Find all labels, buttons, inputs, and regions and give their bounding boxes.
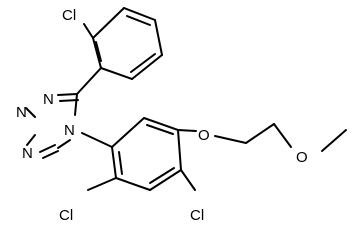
bond xyxy=(130,53,156,73)
bond xyxy=(149,169,182,191)
bond xyxy=(87,177,117,191)
bond xyxy=(131,54,163,80)
bond xyxy=(42,150,59,159)
bond xyxy=(177,129,197,132)
nitrogen-label: N xyxy=(43,91,54,108)
bond xyxy=(76,67,102,95)
bond xyxy=(111,146,117,179)
bond xyxy=(123,7,156,21)
bond xyxy=(95,41,102,62)
molecule-drawing: Cl N N N N O O Cl Cl xyxy=(16,7,347,224)
bond xyxy=(154,19,163,56)
oxygen-label: O xyxy=(296,149,308,166)
bond xyxy=(126,15,151,26)
bond xyxy=(118,151,123,175)
chlorophenyl-ring xyxy=(83,7,163,80)
bond xyxy=(26,134,36,146)
tetrazole-ring xyxy=(25,67,102,159)
bond xyxy=(74,93,78,116)
chlorine-label: Cl xyxy=(62,7,76,24)
oxygen-label: O xyxy=(198,127,210,144)
structure-diagram: Cl N N N N O O Cl Cl xyxy=(16,7,347,224)
methoxyethoxy-chain xyxy=(214,123,347,152)
bond xyxy=(57,93,78,96)
bond xyxy=(214,135,247,144)
bond xyxy=(177,129,182,171)
bond xyxy=(92,7,125,39)
bond xyxy=(57,139,71,149)
bond xyxy=(81,132,113,148)
chlorine-label: Cl xyxy=(59,207,73,224)
bond xyxy=(143,117,179,131)
bond xyxy=(100,67,133,80)
nitrogen-label: N xyxy=(64,122,75,139)
chlorine-label: Cl xyxy=(190,207,204,224)
bond xyxy=(321,129,347,152)
bond xyxy=(149,167,175,184)
bond xyxy=(92,37,102,69)
bond xyxy=(273,123,292,148)
bond xyxy=(25,107,36,118)
bond xyxy=(111,117,145,148)
bond xyxy=(180,169,196,191)
dichlorophenyl-ring xyxy=(81,117,197,191)
bond xyxy=(115,177,151,191)
nitrogen-label: N xyxy=(22,145,33,162)
bond xyxy=(39,144,56,153)
nitrogen-label: N xyxy=(16,104,27,121)
bond xyxy=(83,23,94,39)
bond xyxy=(146,124,174,135)
bond xyxy=(245,123,275,144)
bond xyxy=(59,99,79,102)
